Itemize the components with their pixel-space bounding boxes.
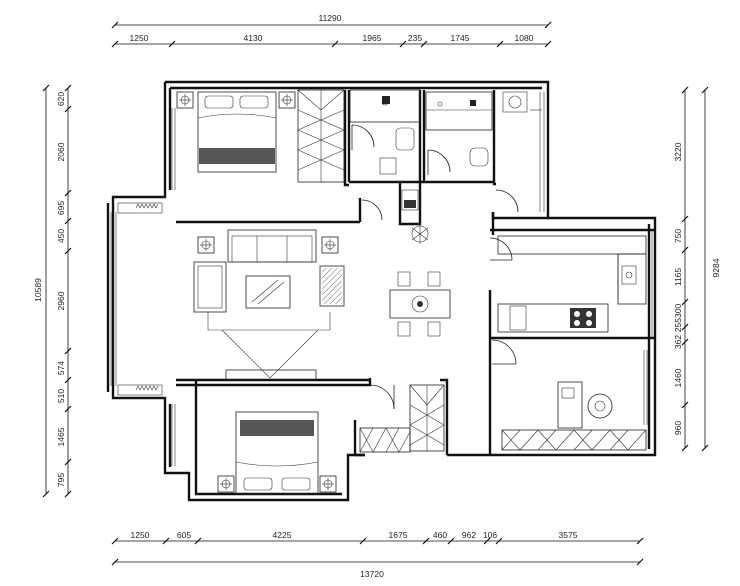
bottom-segment-7: 106	[483, 530, 497, 540]
bed-blanket-band-bottom	[240, 420, 314, 436]
top-total-dimension: 11290	[111, 13, 552, 29]
cooktop	[570, 308, 596, 328]
right-segment-4: 255300	[673, 304, 683, 333]
left-segment-2: 2060	[56, 142, 66, 161]
top-segment-dimensions: 1250 4130 1965 235 1745 1080	[111, 33, 552, 48]
basin-fill	[404, 200, 416, 208]
rug	[207, 312, 331, 379]
left-segment-4: 450	[56, 229, 66, 243]
bottom-segment-dimensions: 1250 605 4225 1675 460 962 106 3575	[111, 530, 644, 545]
bottom-total-label: 13720	[360, 569, 384, 579]
window-bedroom-bottom	[171, 404, 176, 466]
left-segment-1: 620	[56, 92, 66, 106]
nightstand-left	[176, 91, 194, 109]
right-total-dimension: 9284	[701, 86, 721, 452]
coffee-table	[245, 275, 291, 309]
left-total-dimension: 10589	[33, 84, 50, 498]
bottom-segment-6: 962	[462, 530, 476, 540]
third-bedroom	[171, 384, 445, 495]
bed-blanket-band	[199, 148, 275, 164]
top-segment-4: 235	[408, 33, 422, 43]
wardrobe-bottom	[359, 384, 445, 453]
burner-1	[574, 311, 580, 317]
living-room	[110, 202, 345, 396]
right-segment-2: 750	[673, 229, 683, 243]
entry-basin	[361, 189, 419, 221]
burner-2	[586, 311, 592, 317]
outer-walls	[106, 80, 657, 502]
kitchen	[489, 230, 653, 338]
wardrobe-top	[297, 89, 345, 183]
sink-tap-one	[382, 96, 390, 104]
top-segment-1: 1250	[130, 33, 149, 43]
ottoman	[319, 265, 345, 307]
window-bedroom-top	[171, 108, 176, 190]
bottom-segment-5: 460	[433, 530, 447, 540]
right-segment-dimensions: 3220 750 1165 255300 362 1460 960	[673, 86, 689, 452]
bathroom-one	[349, 89, 421, 175]
ottoman-hatch	[322, 268, 342, 304]
master-bedroom	[171, 89, 345, 190]
top-total-label: 11290	[318, 13, 341, 23]
sink-tap-two	[470, 100, 476, 106]
left-segment-6: 574	[56, 361, 66, 375]
right-segment-3: 1165	[673, 268, 683, 287]
side-table-right	[321, 236, 339, 254]
right-segment-5: 362	[673, 335, 683, 349]
left-total-label: 10589	[33, 278, 43, 302]
second-bedroom	[491, 339, 648, 451]
burner-3	[574, 320, 580, 326]
nightstand-bottom-right	[319, 475, 337, 493]
centerpiece	[417, 301, 423, 307]
top-segment-3: 1965	[363, 33, 382, 43]
top-segment-5: 1745	[451, 33, 470, 43]
left-segment-9: 795	[56, 473, 66, 487]
bottom-segment-4: 1675	[389, 530, 408, 540]
bottom-segment-3: 4225	[273, 530, 292, 540]
bathroom-two	[425, 91, 493, 175]
top-segment-6: 1080	[515, 33, 534, 43]
right-segment-1: 3220	[673, 142, 683, 161]
entry-plant	[411, 224, 429, 244]
right-segment-6: 1460	[673, 368, 683, 387]
armchair	[193, 261, 227, 313]
utility-closet	[495, 91, 545, 213]
double-bed-bottom	[235, 411, 319, 495]
bottom-segment-2: 605	[177, 530, 191, 540]
sofa	[227, 229, 317, 263]
left-segment-5: 2960	[56, 291, 66, 310]
bottom-segment-8: 3575	[559, 530, 578, 540]
bottom-total-dimension: 13720	[111, 558, 644, 579]
double-bed-top	[197, 91, 277, 173]
top-segment-2: 4130	[244, 33, 263, 43]
nightstand-right	[278, 91, 296, 109]
side-table-left	[197, 236, 215, 254]
left-segment-8: 1465	[56, 427, 66, 446]
right-segment-7: 960	[673, 421, 683, 435]
nightstand-bottom-left	[217, 475, 235, 493]
left-segment-7: 510	[56, 389, 66, 403]
tv-console	[225, 369, 317, 381]
dining-area	[389, 224, 451, 337]
burner-4	[586, 320, 592, 326]
left-segment-dimensions: 620 2060 695 450 2960 574 510 1465 795	[56, 84, 72, 498]
window-living	[110, 202, 163, 396]
bottom-segment-1: 1250	[131, 530, 150, 540]
left-segment-3: 695	[56, 201, 66, 215]
right-total-label: 9284	[711, 258, 721, 277]
